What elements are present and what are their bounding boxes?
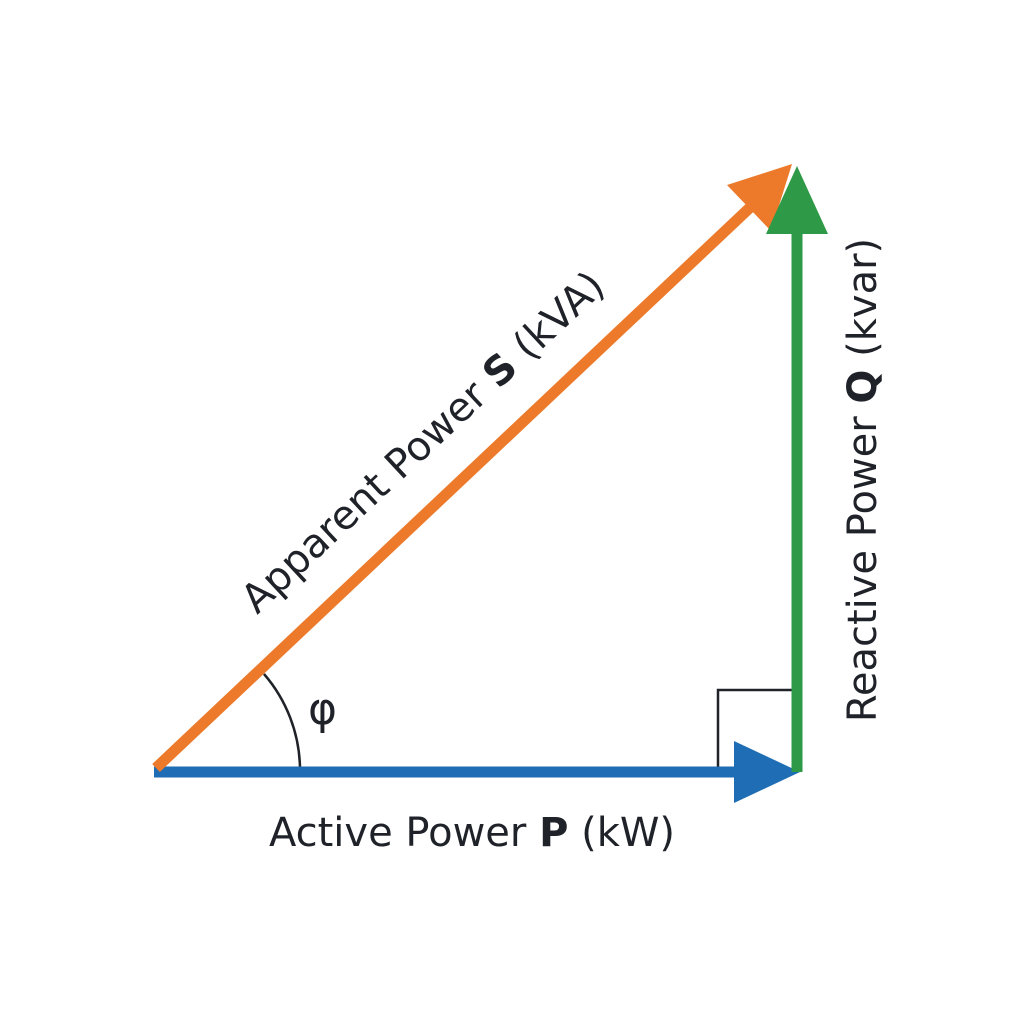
angle-label: φ [308, 684, 337, 735]
active-power-unit: (kW) [568, 810, 675, 856]
active-power-arrow [154, 741, 800, 803]
reactive-power-unit: (kvar) [840, 238, 886, 370]
active-power-symbol: P [539, 810, 568, 856]
reactive-power-label: Reactive Power Q (kvar) [840, 238, 886, 722]
active-power-label-prefix: Active Power [269, 810, 539, 856]
apparent-power-label: Apparent Power S (kVA) [233, 263, 614, 623]
apparent-power-label-prefix: Apparent Power [233, 364, 506, 623]
reactive-power-arrow [766, 166, 828, 772]
reactive-power-label-prefix: Reactive Power [840, 404, 886, 723]
angle-arc [263, 673, 302, 769]
active-power-label: Active Power P (kW) [269, 810, 675, 856]
apparent-power-arrow [152, 164, 792, 773]
reactive-power-arrowhead [766, 166, 828, 234]
apparent-power-shaft [152, 195, 762, 773]
active-power-arrowhead [734, 741, 800, 803]
reactive-power-symbol: Q [840, 370, 886, 404]
right-angle-marker [716, 688, 796, 770]
